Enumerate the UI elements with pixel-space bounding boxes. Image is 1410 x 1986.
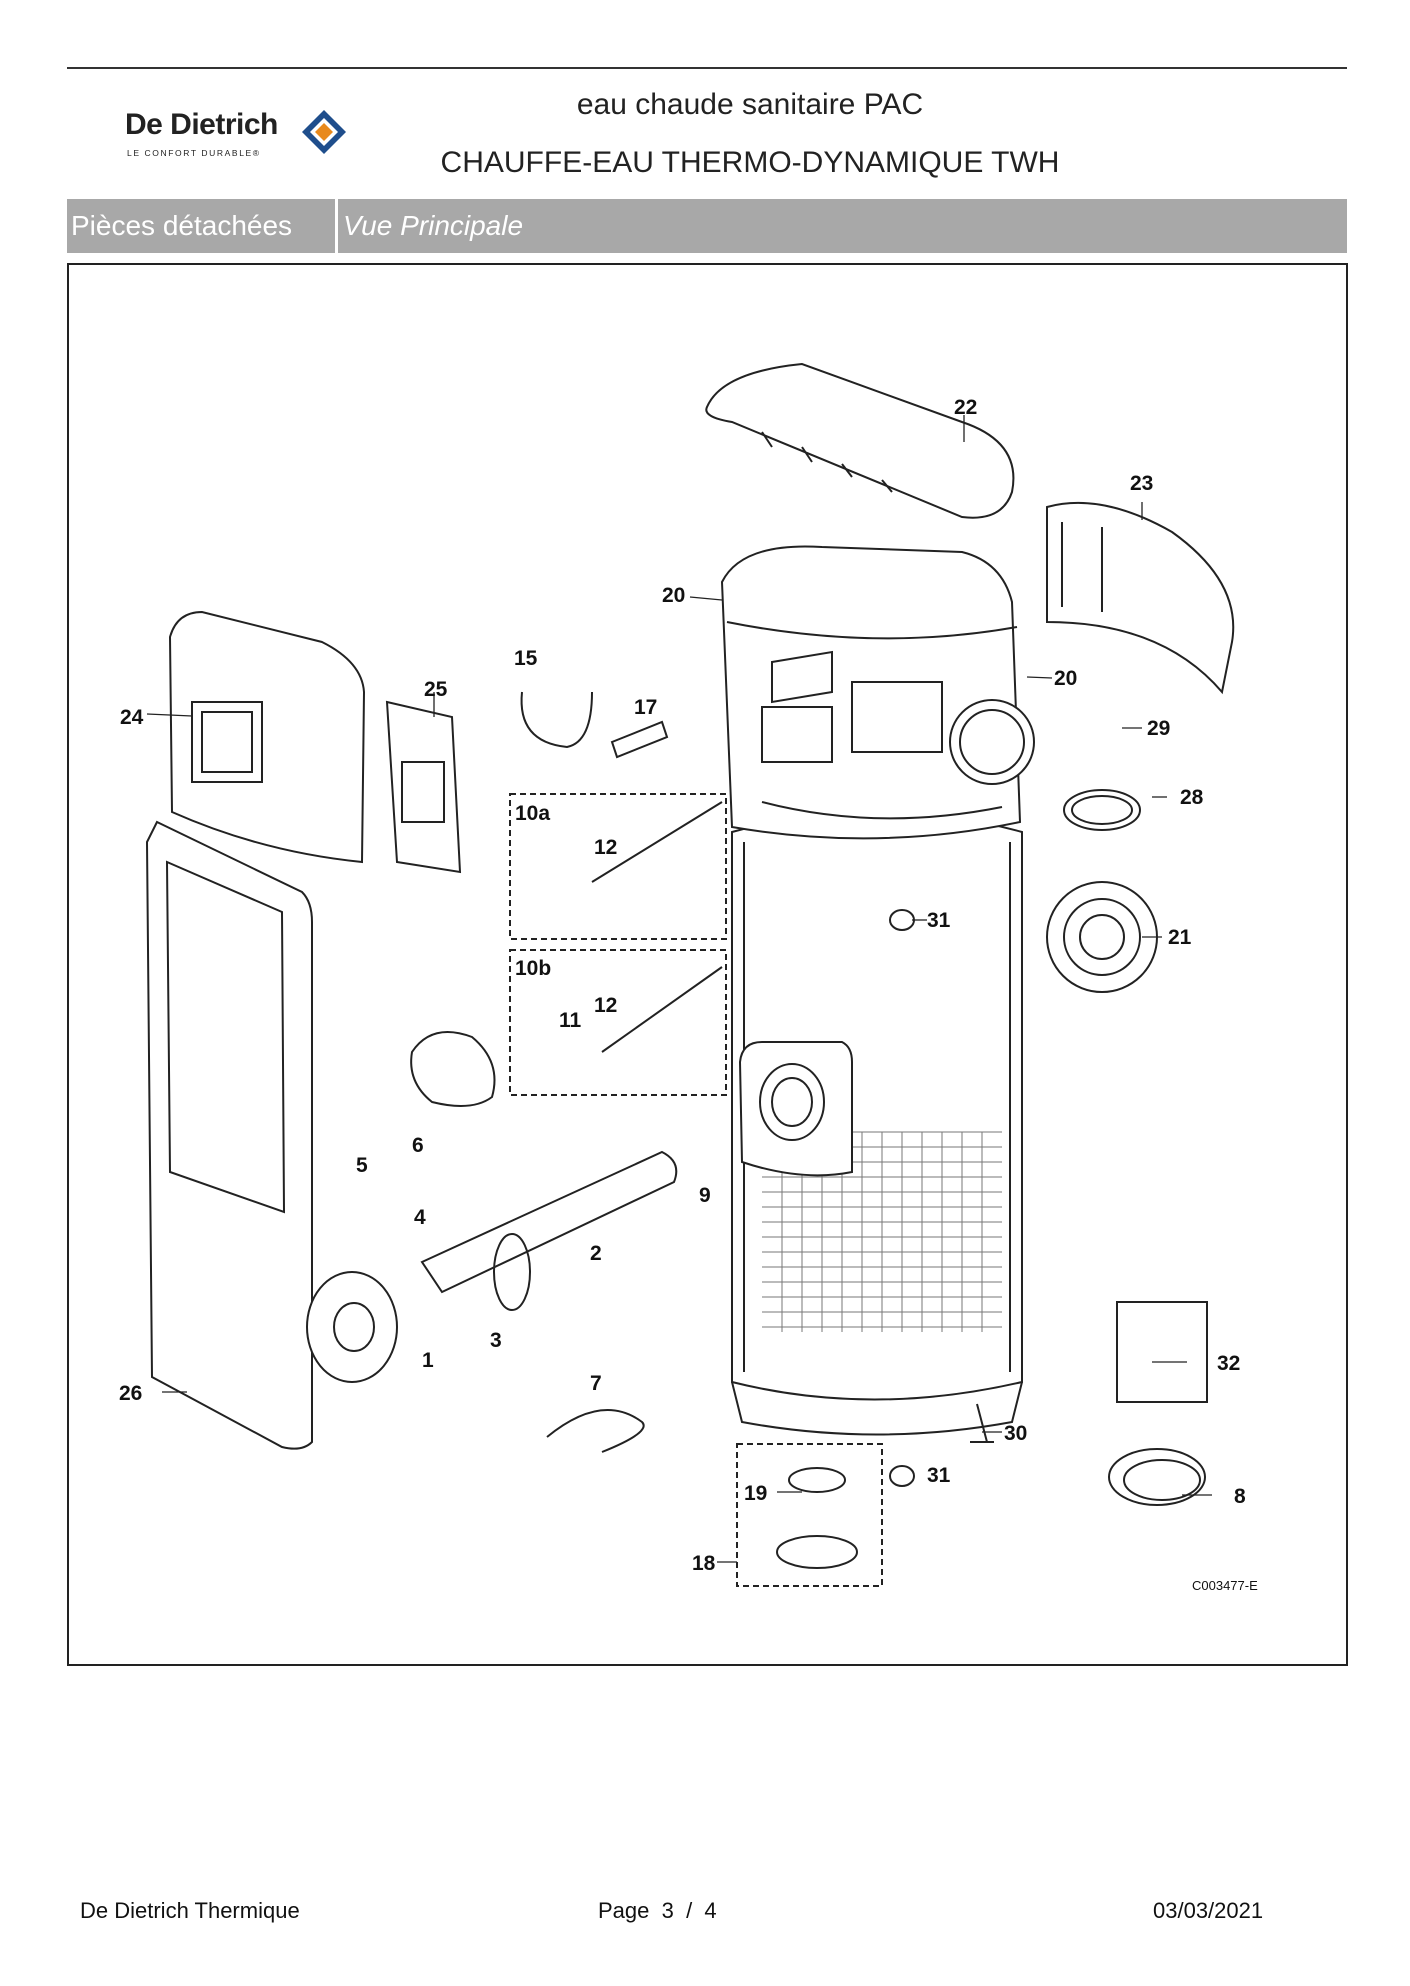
document-subtitle: CHAUFFE-EAU THERMO-DYNAMIQUE TWH (440, 146, 1060, 179)
section-bar: Pièces détachées Vue Principale (67, 199, 1347, 253)
callout-31-upper: 31 (927, 909, 951, 932)
footer-date: 03/03/2021 (1153, 1898, 1264, 1923)
brand-tagline: LE CONFORT DURABLE® (127, 148, 261, 158)
callout-11: 11 (559, 1009, 582, 1032)
footer-page-number: Page 3 / 4 (598, 1898, 717, 1923)
sensor-cable (520, 691, 593, 749)
power-cable-coil (1108, 1448, 1206, 1506)
insulation-ring (306, 1271, 398, 1383)
callout-10a: 10a (515, 802, 550, 825)
document-title: eau chaude sanitaire PAC (576, 88, 924, 121)
callout-23: 23 (1130, 472, 1153, 495)
callout-4: 4 (414, 1206, 426, 1229)
callout-18: 18 (692, 1552, 716, 1575)
callout-17: 17 (634, 696, 657, 719)
insulation-cap (410, 1031, 496, 1107)
callout-7: 7 (590, 1372, 602, 1395)
cable-harness (546, 1409, 645, 1453)
callout-20-top: 20 (662, 584, 685, 607)
tank-access-panel (738, 1041, 853, 1177)
brand-logo: De Dietrich LE CONFORT DURABLE® (125, 108, 350, 168)
top-rule (67, 67, 1347, 69)
brand-name: De Dietrich (125, 108, 278, 141)
callout-12-b: 12 (594, 994, 617, 1017)
diamond-logo-icon (302, 110, 346, 154)
callout-3: 3 (490, 1329, 502, 1352)
small-cover-panel (385, 700, 462, 874)
footer-company: De Dietrich Thermique (80, 1898, 300, 1923)
callout-10b: 10b (515, 957, 551, 980)
callout-30: 30 (1004, 1422, 1027, 1445)
evaporator-mesh (762, 1131, 1002, 1332)
section-label-view: Vue Principale (343, 210, 524, 241)
section-label-parts: Pièces détachées (71, 210, 293, 241)
side-shell (1046, 501, 1235, 695)
callout-19: 19 (744, 1482, 767, 1505)
callout-21: 21 (1168, 926, 1192, 949)
head-unit-housing (720, 545, 1022, 840)
callout-20-side: 20 (1054, 667, 1077, 690)
section-divider (335, 199, 338, 253)
callout-25: 25 (424, 678, 448, 701)
condensate-hose (1063, 789, 1141, 831)
callout-6: 6 (412, 1134, 424, 1157)
heating-element-sheath (420, 1150, 678, 1294)
callout-5: 5 (356, 1154, 368, 1177)
callout-15: 15 (514, 647, 538, 670)
part-callouts: 22 23 20 20 24 25 15 17 29 28 10a 12 31 … (119, 396, 1258, 1593)
diagram-reference-code: C003477-E (1192, 1578, 1258, 1593)
front-upper-cover (168, 610, 366, 864)
front-panel (145, 820, 313, 1450)
exploded-view-frame: 22 23 20 20 24 25 15 17 29 28 10a 12 31 … (67, 263, 1348, 1666)
callout-1: 1 (422, 1349, 434, 1372)
callout-32: 32 (1217, 1352, 1240, 1375)
callout-8: 8 (1234, 1485, 1246, 1508)
callout-26: 26 (119, 1382, 142, 1405)
top-cover (705, 362, 1015, 519)
callout-12-a: 12 (594, 836, 617, 859)
callout-29: 29 (1147, 717, 1170, 740)
exploded-view-diagram: 22 23 20 20 24 25 15 17 29 28 10a 12 31 … (119, 362, 1258, 1593)
callout-22: 22 (954, 396, 977, 419)
callout-2: 2 (590, 1242, 602, 1265)
callout-28: 28 (1180, 786, 1204, 809)
callout-24: 24 (120, 706, 144, 729)
callout-31-lower: 31 (927, 1464, 951, 1487)
callout-9: 9 (699, 1184, 711, 1207)
spare-parts-bag (1116, 1301, 1208, 1403)
